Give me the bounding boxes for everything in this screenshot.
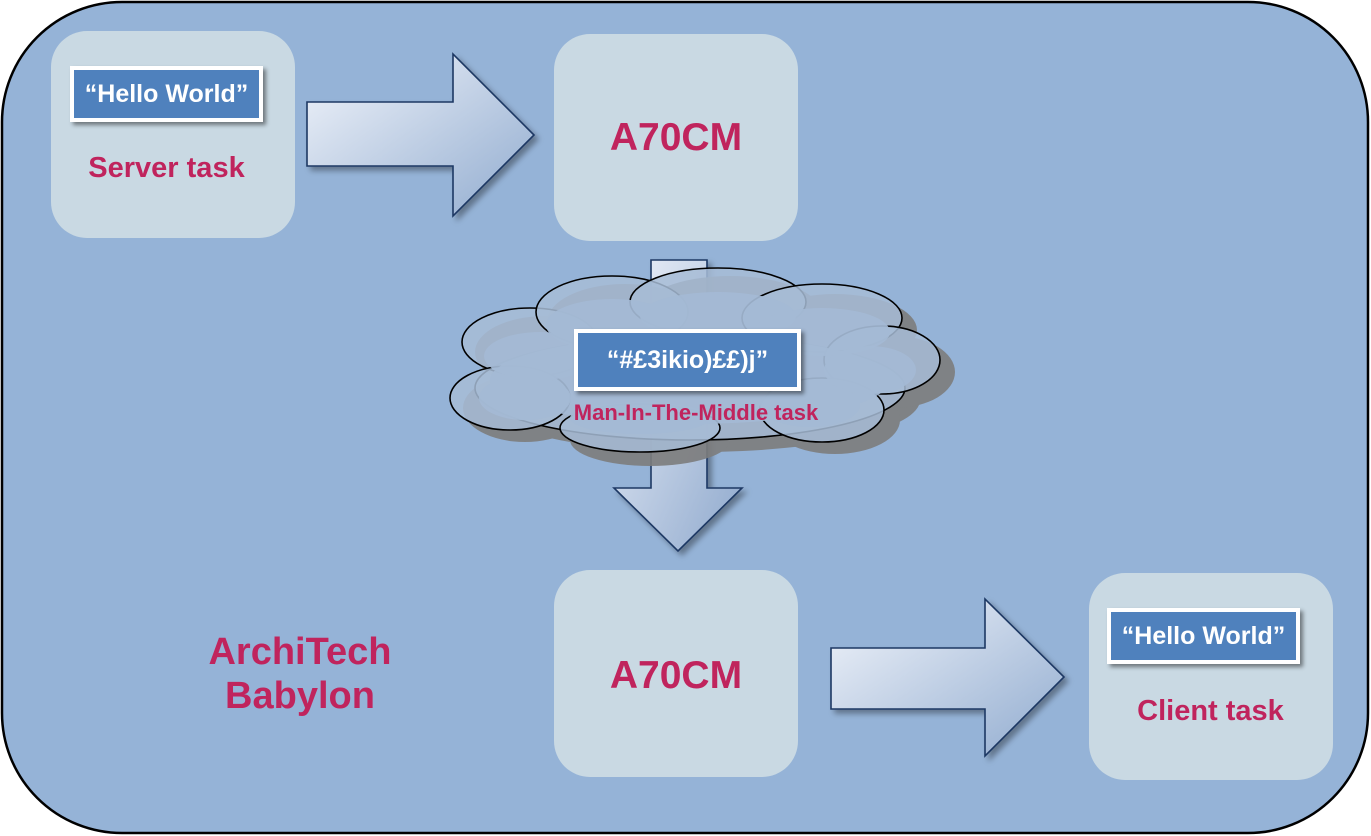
server-task-caption: Server task	[88, 152, 245, 184]
server-message-box: “Hello World”	[70, 66, 263, 122]
arrow-a70cm-to-client	[830, 597, 1066, 758]
platform-label-line2: Babylon	[225, 675, 375, 717]
mitm-message-box: “#£3ikio)££)j”	[574, 329, 801, 391]
bottom-a70cm-node	[554, 570, 798, 777]
server-task-node	[51, 31, 295, 238]
top-a70cm-label: A70CM	[609, 116, 743, 159]
client-task-caption: Client task	[1137, 695, 1284, 727]
client-message-text: “Hello World”	[1121, 621, 1286, 650]
mitm-task-caption: Man-In-The-Middle task	[573, 400, 819, 425]
client-message-box: “Hello World”	[1107, 608, 1300, 664]
bottom-a70cm-label: A70CM	[609, 654, 743, 697]
server-message-text: “Hello World”	[84, 79, 249, 108]
mitm-message-text: “#£3ikio)££)j”	[606, 345, 769, 374]
arrow-server-to-a70cm	[306, 52, 536, 218]
platform-label-line1: ArchiTech	[208, 631, 392, 673]
client-task-node	[1089, 573, 1333, 780]
platform-label: ArchiTech Babylon	[180, 630, 420, 718]
top-a70cm-node	[554, 34, 798, 241]
